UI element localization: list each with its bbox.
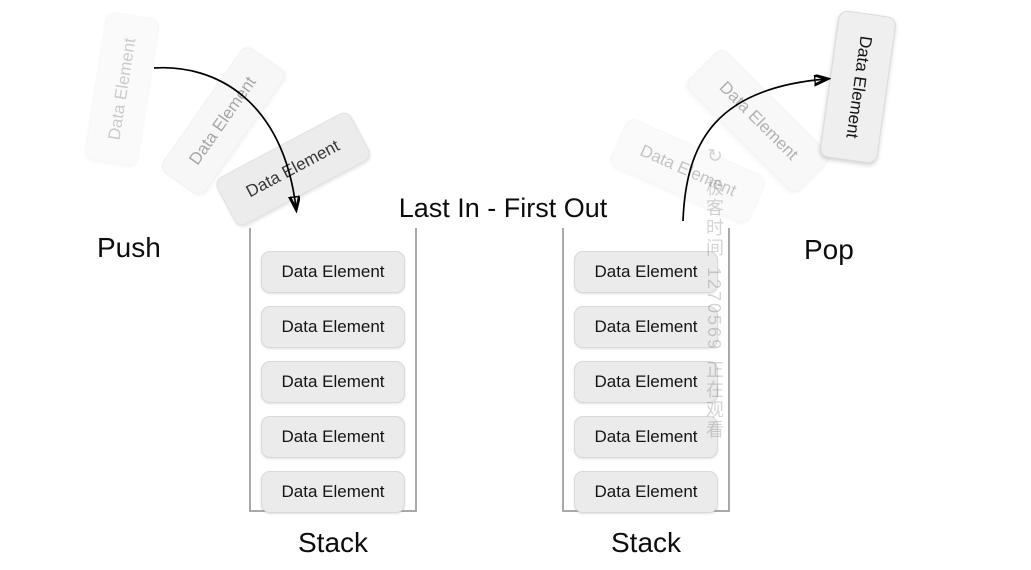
data-element-label: Data Element [715, 77, 802, 164]
push-flying-data-element-1: Data Element [83, 10, 161, 168]
pop-flying-data-element-3: Data Element [818, 9, 898, 165]
diagram-title: Last In - First Out [398, 193, 608, 223]
stack-items-left: Data Element Data Element Data Element D… [261, 251, 405, 513]
data-element-label: Data Element [104, 36, 139, 142]
stack-item: Data Element [261, 306, 405, 348]
data-element-label: Data Element [637, 140, 740, 201]
data-element-label: Data Element [841, 34, 876, 140]
stack-items-right: Data Element Data Element Data Element D… [574, 251, 718, 513]
data-element-label: Data Element [242, 135, 343, 202]
stack-item: Data Element [261, 471, 405, 513]
pop-label: Pop [804, 234, 854, 265]
stack-item: Data Element [261, 416, 405, 458]
data-element-label: Data Element [185, 73, 260, 169]
stack-label-left: Stack [297, 527, 369, 558]
stack-item: Data Element [574, 251, 718, 293]
stack-label-right: Stack [610, 527, 682, 558]
stack-item: Data Element [574, 361, 718, 403]
stack-container-left: Data Element Data Element Data Element D… [249, 228, 417, 513]
stack-item: Data Element [261, 251, 405, 293]
stack-item: Data Element [574, 306, 718, 348]
stack-item: Data Element [574, 416, 718, 458]
stack-item: Data Element [574, 471, 718, 513]
push-label: Push [97, 232, 161, 263]
stack-container-right: Data Element Data Element Data Element D… [562, 228, 730, 513]
stack-item: Data Element [261, 361, 405, 403]
